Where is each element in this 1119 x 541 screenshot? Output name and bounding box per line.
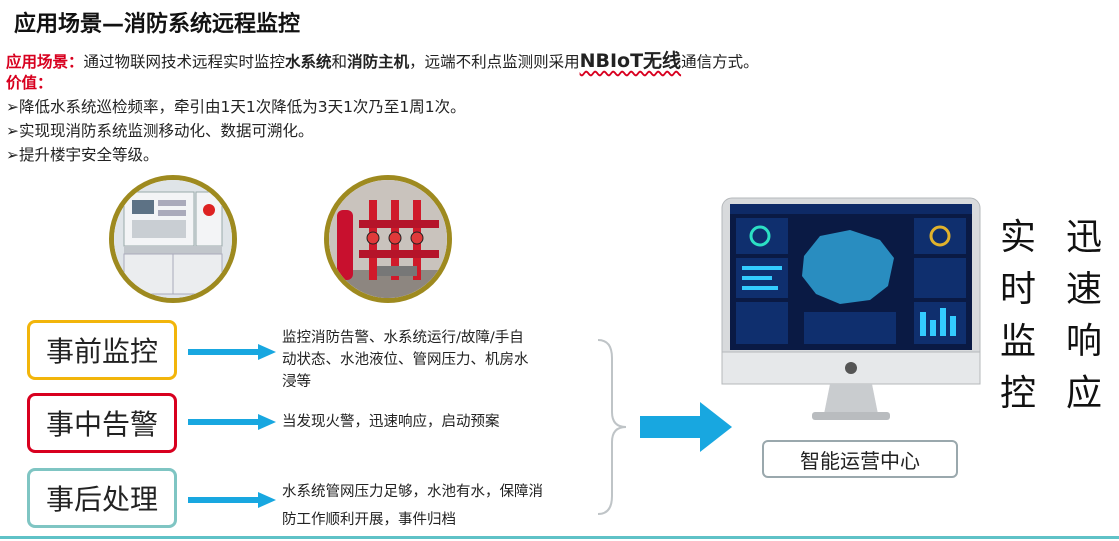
- value-label: 价值：: [6, 74, 53, 92]
- intro-line: 应用场景：通过物联网技术远程实时监控水系统和消防主机，远端不利点监测则采用NBI…: [6, 46, 759, 73]
- page-title: 应用场景—消防系统远程监控: [14, 12, 301, 37]
- phase-during-desc: 当发现火警，迅速响应，启动预案: [282, 414, 500, 430]
- intro-text-4: 通信方式。: [681, 53, 759, 71]
- value-item-1: ➢降低水系统巡检频率，牵引由1天1次降低为3天1次乃至1周1次。: [6, 98, 466, 116]
- monitor-dashboard-image: [721, 197, 981, 420]
- intro-water-system: 水系统: [285, 53, 332, 71]
- arrow-right-icon: [188, 414, 276, 430]
- intro-text-2: 和: [331, 53, 348, 71]
- arrow-right-icon: [188, 492, 276, 508]
- value-item-2: ➢实现现消防系统监测移动化、数据可溯化。: [6, 122, 314, 140]
- phase-after-handling: 事后处理: [27, 468, 177, 528]
- slogan-rapid-response: 迅 速 响 应: [1065, 217, 1102, 414]
- fire-panel-photo: [109, 175, 237, 303]
- phase-before-monitor: 事前监控: [27, 320, 177, 380]
- big-arrow-right-icon: [640, 402, 732, 452]
- value-item-3: ➢提升楼宇安全等级。: [6, 146, 159, 164]
- arrow-right-icon: [188, 344, 276, 360]
- intro-text-3: ，远端不利点监测则采用: [409, 53, 580, 71]
- phase-before-desc: 监控消防告警、水系统运行/故障/手自 动状态、水池液位、管网压力、机房水 浸等: [282, 330, 529, 390]
- intro-text-1: 通过物联网技术远程实时监控: [83, 53, 286, 71]
- phase-after-desc: 水系统管网压力足够，水池有水，保障消 防工作顺利开展，事件归档: [282, 484, 543, 528]
- pump-room-photo: [324, 175, 452, 303]
- phase-during-alarm: 事中告警: [27, 393, 177, 453]
- intro-fire-host: 消防主机: [347, 53, 410, 71]
- ops-center-label: 智能运营中心: [762, 440, 958, 478]
- bottom-divider: [0, 536, 1119, 539]
- brace-icon: [597, 339, 627, 515]
- slogan-realtime-monitor: 实 时 监 控: [999, 217, 1036, 414]
- intro-label: 应用场景：: [6, 53, 84, 71]
- intro-nbiot: NBIoT无线: [579, 50, 682, 72]
